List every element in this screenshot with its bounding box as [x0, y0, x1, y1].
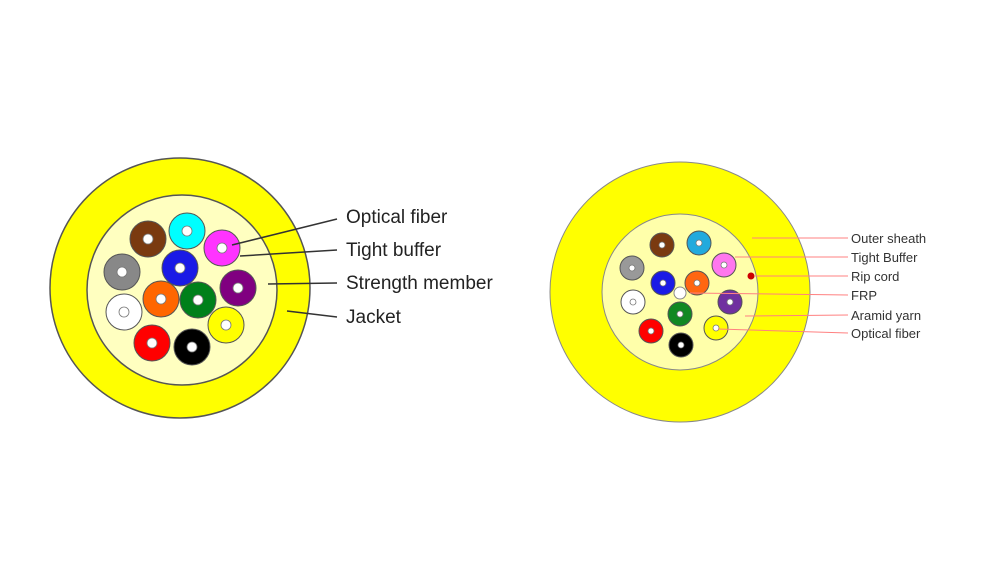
optical-fiber-core [677, 341, 685, 349]
tight-buffered-fiber [684, 270, 710, 296]
optical-fiber-core [118, 306, 130, 318]
leader-line [231, 218, 338, 246]
optical-fiber-core [658, 241, 666, 249]
label-tight-buffer: Tight Buffer [851, 250, 918, 265]
right-cable-cross-section: Outer sheath Tight Buffer Rip cord FRP A… [549, 161, 926, 423]
tight-buffered-fiber [717, 289, 743, 315]
optical-fiber-core [695, 239, 703, 247]
tight-buffered-fiber [686, 230, 712, 256]
optical-fiber-core [174, 262, 186, 274]
tight-buffered-fiber [105, 293, 143, 331]
tight-buffered-fiber [129, 220, 167, 258]
tight-buffered-fiber [173, 328, 211, 366]
optical-fiber-core [629, 298, 637, 306]
label-strength-member: Strength member [346, 273, 493, 294]
tight-buffered-fiber [142, 280, 180, 318]
tight-buffered-fiber [703, 315, 729, 341]
tight-buffered-fiber [638, 318, 664, 344]
rip-cord [747, 272, 755, 280]
tight-buffered-fiber [619, 255, 645, 281]
optical-fiber-core [693, 279, 701, 287]
tight-buffered-fiber [133, 324, 171, 362]
tight-buffered-fiber [103, 253, 141, 291]
optical-fiber-core [116, 266, 128, 278]
label-frp: FRP [851, 288, 877, 303]
optical-fiber-core [216, 242, 228, 254]
label-aramid-yarn: Aramid yarn [851, 308, 921, 323]
optical-fiber-core [726, 298, 734, 306]
tight-buffered-fiber [203, 229, 241, 267]
leader-line [744, 314, 849, 317]
tight-buffered-fiber [667, 301, 693, 327]
label-rip-cord: Rip cord [851, 269, 899, 284]
left-cable-cross-section: Optical fiber Tight buffer Strength memb… [49, 157, 493, 419]
optical-fiber-core [720, 261, 728, 269]
label-outer-sheath: Outer sheath [851, 231, 926, 246]
optical-fiber-core [659, 279, 667, 287]
optical-fiber-core [186, 341, 198, 353]
label-tight-buffer: Tight buffer [346, 240, 442, 261]
optical-fiber-core [142, 233, 154, 245]
optical-fiber-core [628, 264, 636, 272]
optical-fiber-core [155, 293, 167, 305]
label-optical-fiber: Optical fiber [346, 207, 448, 228]
tight-buffered-fiber [161, 249, 199, 287]
label-optical-fiber: Optical fiber [851, 326, 921, 341]
tight-buffered-fiber [711, 252, 737, 278]
optical-fiber-core [181, 225, 193, 237]
tight-buffered-fiber [168, 212, 206, 250]
leader-line [286, 310, 338, 318]
optical-fiber-core [647, 327, 655, 335]
optical-fiber-core [712, 324, 720, 332]
tight-buffered-fiber [219, 269, 257, 307]
optical-fiber-core [192, 294, 204, 306]
leader-line [717, 328, 849, 334]
tight-buffered-fiber [620, 289, 646, 315]
optical-fiber-core [146, 337, 158, 349]
frp-rod [673, 286, 687, 300]
optical-fiber-core [232, 282, 244, 294]
optical-fiber-core [676, 310, 684, 318]
tight-buffered-fiber [650, 270, 676, 296]
tight-buffered-fiber [649, 232, 675, 258]
tight-buffered-fiber [207, 306, 245, 344]
leader-line [267, 282, 338, 285]
label-jacket: Jacket [346, 307, 402, 328]
optical-fiber-core [220, 319, 232, 331]
tight-buffered-fiber [668, 332, 694, 358]
tight-buffered-fiber [179, 281, 217, 319]
leader-line [239, 249, 338, 257]
leader-line [689, 292, 849, 296]
